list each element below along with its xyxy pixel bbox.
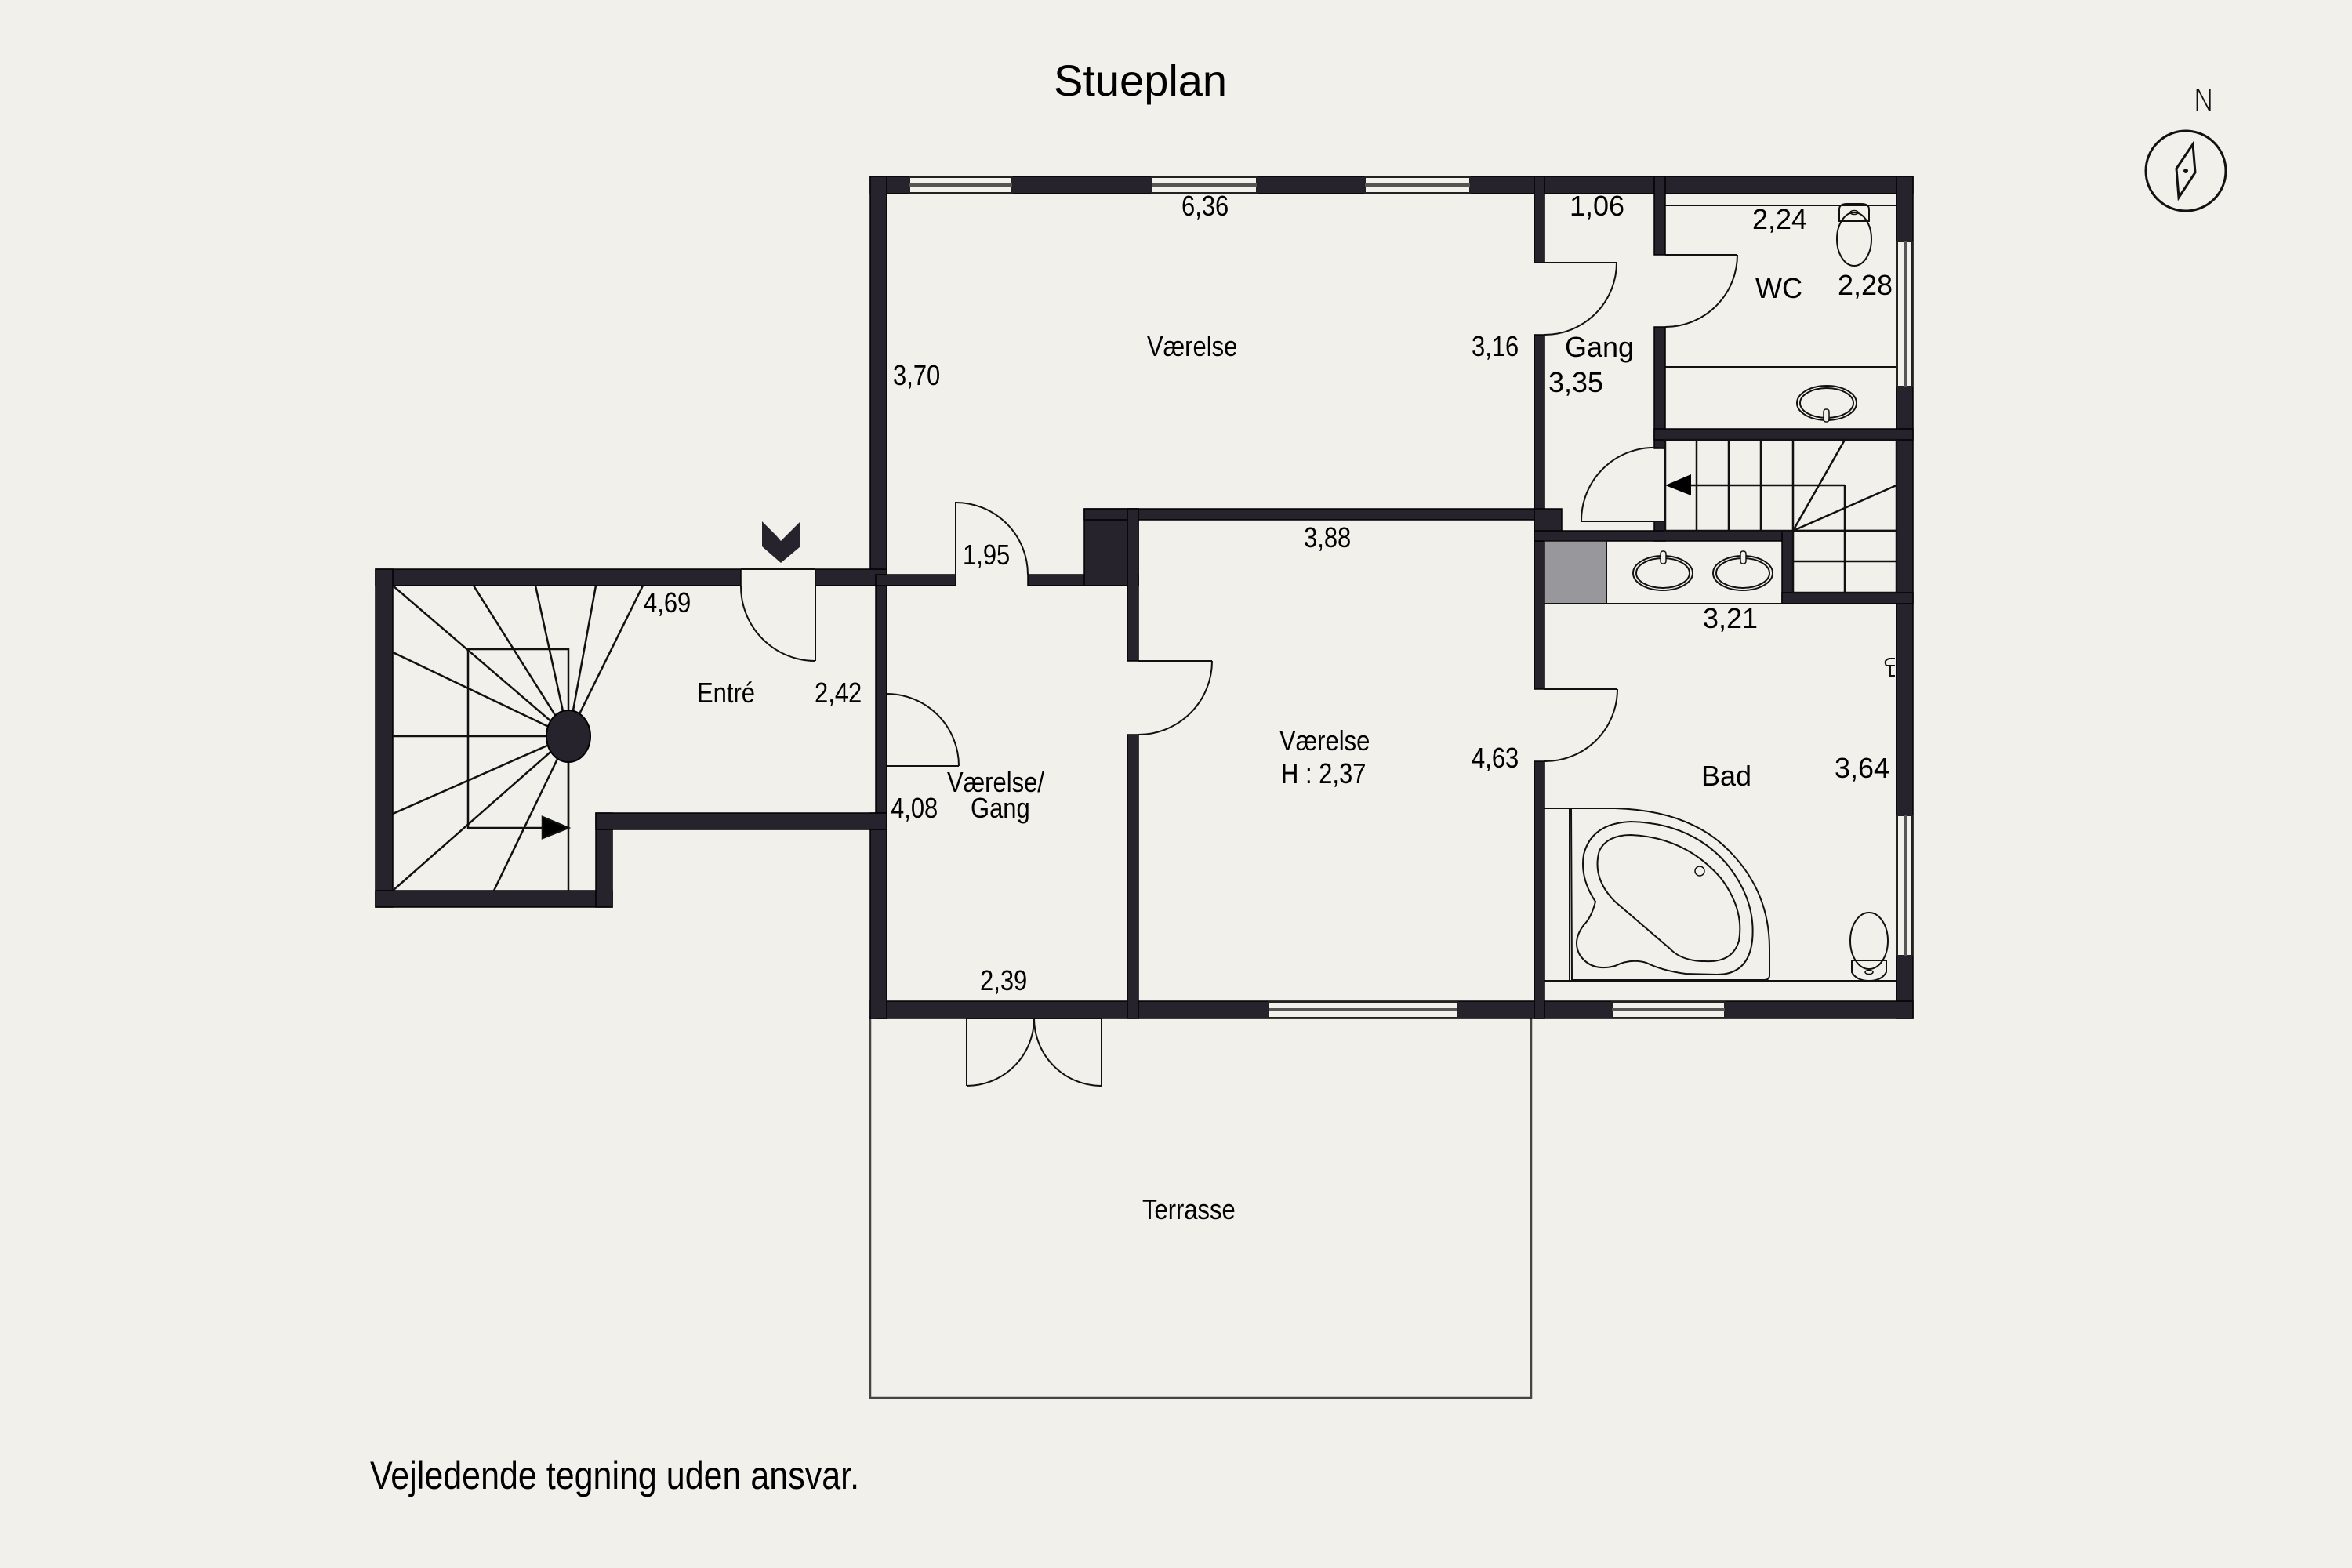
dim-2-42: 2,42 <box>815 677 862 709</box>
room-label-vaerelse-north: Værelse <box>1147 330 1238 362</box>
compass-north-icon <box>2144 129 2227 212</box>
room-label-entre: Entré <box>697 677 756 709</box>
entrance-arrow-icon <box>762 521 800 563</box>
dim-3-21: 3,21 <box>1703 602 1759 634</box>
dim-2-28: 2,28 <box>1838 269 1893 301</box>
dim-4-08: 4,08 <box>891 792 938 824</box>
door-3[interactable] <box>1138 660 1213 735</box>
room-label-gang: Gang <box>1565 331 1635 363</box>
wc-fixtures <box>1665 203 1896 423</box>
compass-label: N <box>2193 83 2216 118</box>
floors <box>887 194 1896 1002</box>
footer-disclaimer: Vejledende tegning uden ansvar. <box>370 1454 860 1497</box>
room-label-vaerelse-gang-1: Værelse/ <box>947 766 1044 798</box>
bathtub-icon <box>1570 808 1770 981</box>
dim-2-39: 2,39 <box>980 964 1028 996</box>
page-title: Stueplan <box>1054 56 1228 105</box>
dim-3-35: 3,35 <box>1548 366 1604 398</box>
dim-3-88: 3,88 <box>1304 521 1352 554</box>
terrace-door[interactable] <box>966 1018 1102 1087</box>
dim-1-06: 1,06 <box>1570 190 1625 222</box>
room-label-terrasse: Terrasse <box>1142 1193 1236 1225</box>
dim-6-36: 6,36 <box>1181 190 1229 222</box>
room-label-vaerelse-center: Værelse <box>1279 724 1370 757</box>
dim-1-95: 1,95 <box>963 539 1011 571</box>
room-height: H : 2,37 <box>1281 757 1367 789</box>
dim-3-64: 3,64 <box>1835 752 1890 784</box>
door-2[interactable] <box>886 693 960 767</box>
windows <box>909 176 1913 1018</box>
toilet-icon-bad <box>1849 912 1889 982</box>
door-7[interactable] <box>1544 688 1618 763</box>
dim-4-63: 4,63 <box>1472 742 1519 774</box>
dim-3-16: 3,16 <box>1472 330 1519 362</box>
sink-icon <box>1796 385 1857 423</box>
dim-3-70: 3,70 <box>893 359 941 391</box>
toilet-icon <box>1836 203 1872 267</box>
door-5[interactable] <box>1664 254 1738 328</box>
shower-icon <box>1884 658 1895 677</box>
dim-2-24: 2,24 <box>1752 203 1808 235</box>
door-1[interactable] <box>955 502 1029 580</box>
room-label-bad: Bad <box>1701 760 1752 792</box>
bathroom-fixtures <box>1544 540 1896 982</box>
dim-4-69: 4,69 <box>644 586 691 619</box>
room-label-vaerelse-gang-2: Gang <box>971 792 1030 824</box>
entrance-door[interactable] <box>739 568 816 662</box>
doors <box>739 254 1738 1087</box>
door-4[interactable] <box>1534 262 1617 336</box>
room-label-wc: WC <box>1755 272 1802 304</box>
staircase <box>1664 438 1898 594</box>
spiral-staircase <box>392 585 644 891</box>
double-sink-icon <box>1632 550 1773 591</box>
